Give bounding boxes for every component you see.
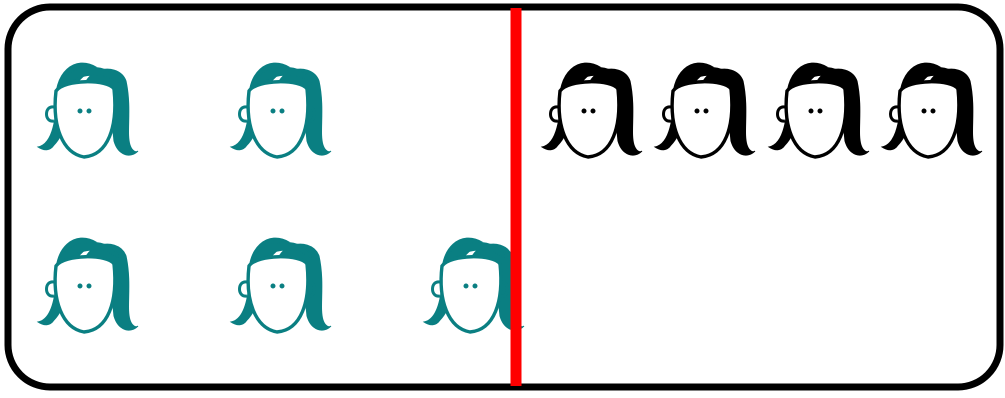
face-outline-icon bbox=[229, 61, 333, 159]
face-outline-icon bbox=[653, 61, 757, 159]
right-face-group bbox=[540, 61, 984, 159]
face-outline-icon bbox=[422, 236, 526, 334]
outer-frame bbox=[4, 3, 1004, 391]
face-outline-icon bbox=[36, 236, 140, 334]
face-outline-icon bbox=[880, 61, 984, 159]
left-face-group bbox=[36, 61, 526, 334]
face-outline-icon bbox=[229, 236, 333, 334]
face-outline-icon bbox=[36, 61, 140, 159]
face-outline-icon bbox=[540, 61, 644, 159]
face-outline-icon bbox=[767, 61, 871, 159]
